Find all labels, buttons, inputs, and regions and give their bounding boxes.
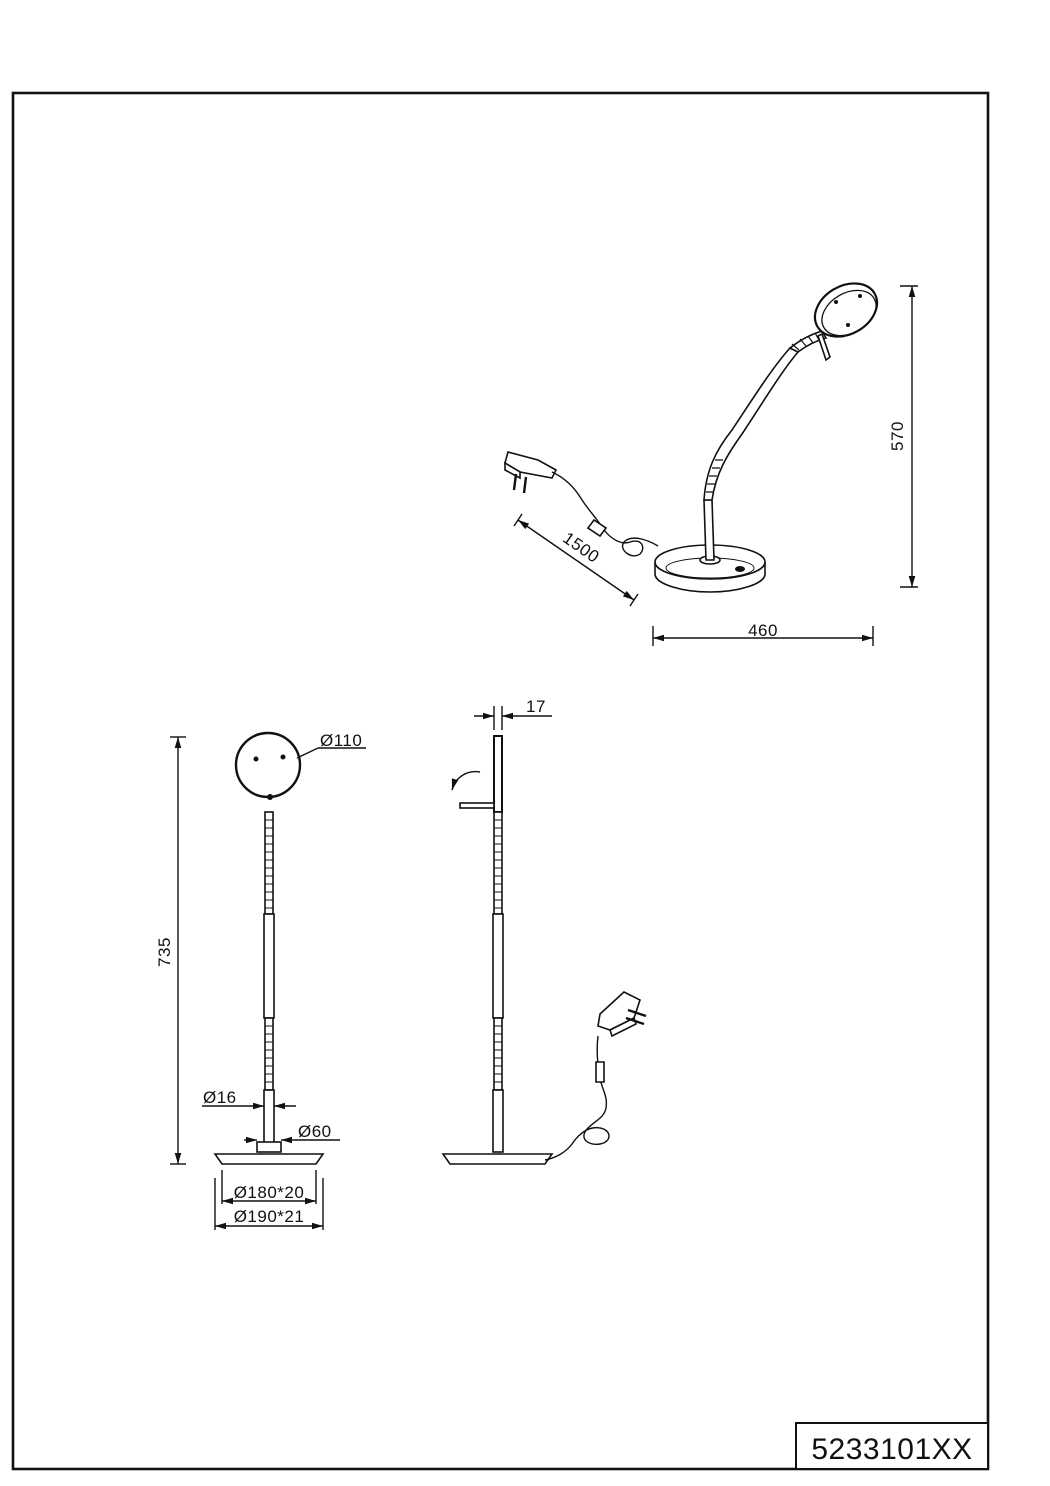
- front-head: [234, 731, 302, 800]
- dim-base-bottom: Ø190*21: [215, 1207, 323, 1230]
- side-adapter: [597, 991, 647, 1038]
- side-view: 17: [441, 697, 647, 1165]
- front-view: 735 Ø110 Ø16 Ø60 Ø180*20: [155, 731, 366, 1230]
- dim-head-diameter-label: Ø110: [320, 731, 362, 750]
- dim-stem-diameter-label: Ø16: [203, 1088, 237, 1107]
- dim-thickness-17: 17: [474, 697, 552, 730]
- dim-height-735-label: 735: [155, 937, 174, 967]
- dim-base-top: Ø180*20: [214, 1170, 324, 1230]
- dim-cable-1500: 1500: [513, 513, 639, 607]
- part-number: 5233101XX: [811, 1433, 972, 1466]
- perspective-view: 570 460 1500: [504, 282, 918, 646]
- dim-height-570-label: 570: [888, 421, 907, 451]
- dim-collar-diameter-label: Ø60: [298, 1122, 332, 1141]
- perspective-arm: [703, 330, 828, 561]
- title-block: 5233101XX: [795, 1422, 989, 1470]
- dim-stem-diameter: Ø16: [202, 1088, 296, 1110]
- dim-thickness-17-label: 17: [526, 697, 546, 716]
- rotation-arrow-icon: [451, 770, 481, 791]
- side-switch: [459, 802, 495, 809]
- side-cable: [544, 1035, 610, 1161]
- dim-width-460-label: 460: [748, 621, 778, 640]
- dim-height-735: 735: [155, 736, 186, 1165]
- front-base: [213, 1141, 325, 1165]
- perspective-base: [654, 544, 766, 593]
- dim-width-460: 460: [652, 621, 874, 646]
- perspective-head: [813, 282, 879, 362]
- front-stem: [263, 811, 275, 1147]
- side-head: [493, 735, 503, 813]
- side-base: [441, 1153, 554, 1165]
- drawing-frame: [11, 91, 990, 1471]
- side-cable-switch: [595, 1061, 605, 1083]
- dim-collar-diameter: Ø60: [244, 1122, 340, 1144]
- dim-head-diameter: Ø110: [296, 731, 366, 759]
- dim-base-bottom-label: Ø190*21: [234, 1207, 305, 1226]
- dim-height-570: 570: [888, 285, 918, 588]
- dim-base-top-label: Ø180*20: [234, 1183, 305, 1202]
- side-stem: [492, 811, 504, 1153]
